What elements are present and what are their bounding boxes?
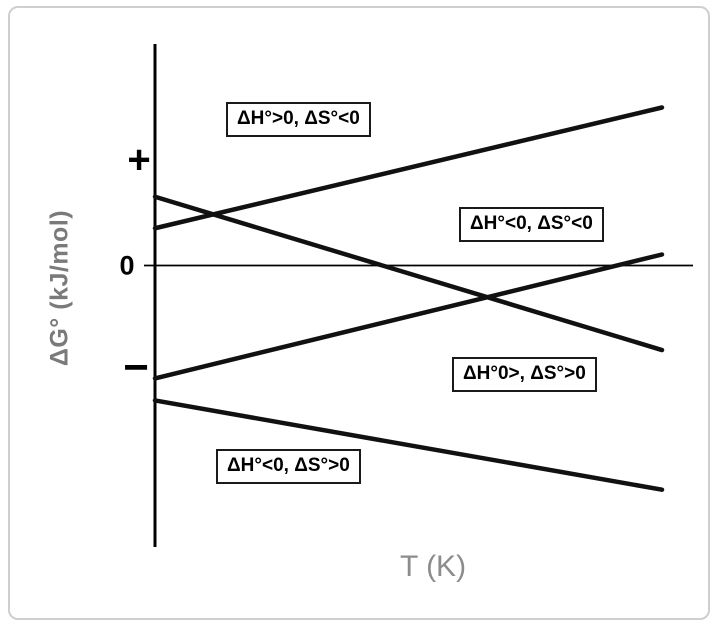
series-line-2	[152, 252, 665, 381]
x-axis-title: T (K)	[399, 550, 467, 583]
y-tick-plus: +	[127, 138, 151, 182]
annotation-dH-pos-dS-neg: ΔH°>0, ΔS°<0	[226, 102, 371, 137]
y-tick-minus: −	[123, 343, 149, 392]
series-line-1	[152, 194, 665, 353]
annotation-dH-pos-dS-pos: ΔH°0>, ΔS°>0	[452, 357, 597, 392]
y-tick-zero: 0	[119, 250, 135, 281]
annotation-dH-neg-dS-neg: ΔH°<0, ΔS°<0	[459, 207, 604, 242]
y-axis-title: ΔG° (kJ/mol)	[45, 209, 74, 367]
annotation-dH-neg-dS-pos: ΔH°<0, ΔS°>0	[216, 449, 361, 484]
series-line-0	[152, 105, 665, 231]
series-lines-group	[152, 105, 665, 492]
series-line-3	[152, 398, 665, 492]
